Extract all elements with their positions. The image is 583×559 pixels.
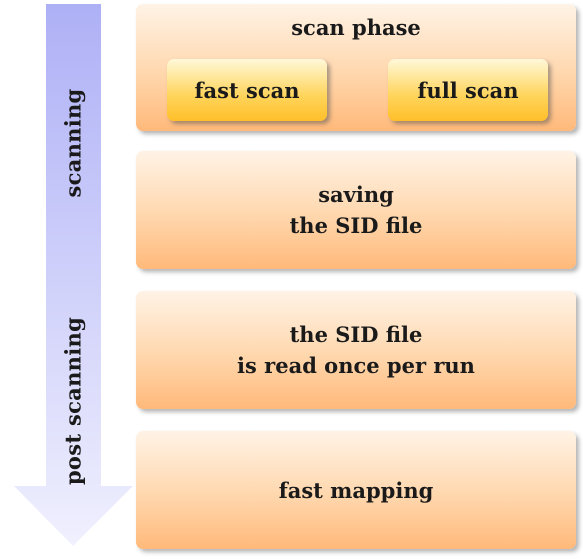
scanning-label: scanning <box>60 88 86 198</box>
scan-phase-title: scan phase <box>291 15 421 40</box>
saving-sid-box: saving the SID file <box>136 151 576 269</box>
fast-scan-box: fast scan <box>167 59 327 121</box>
full-scan-label: full scan <box>417 77 519 103</box>
read-sid-box: the SID file is read once per run <box>136 291 576 409</box>
scan-phase-box: scan phase fast scan full scan <box>136 4 576 131</box>
full-scan-box: full scan <box>388 59 548 121</box>
post-scanning-label: post scanning <box>60 316 86 486</box>
fast-mapping-label: fast mapping <box>278 477 434 503</box>
read-sid-label: the SID file is read once per run <box>237 322 475 378</box>
timeline-arrow <box>14 4 133 546</box>
saving-sid-label: saving the SID file <box>289 182 423 238</box>
fast-mapping-box: fast mapping <box>136 431 576 549</box>
timeline-arrow-shape <box>14 4 133 546</box>
fast-scan-label: fast scan <box>194 77 300 103</box>
